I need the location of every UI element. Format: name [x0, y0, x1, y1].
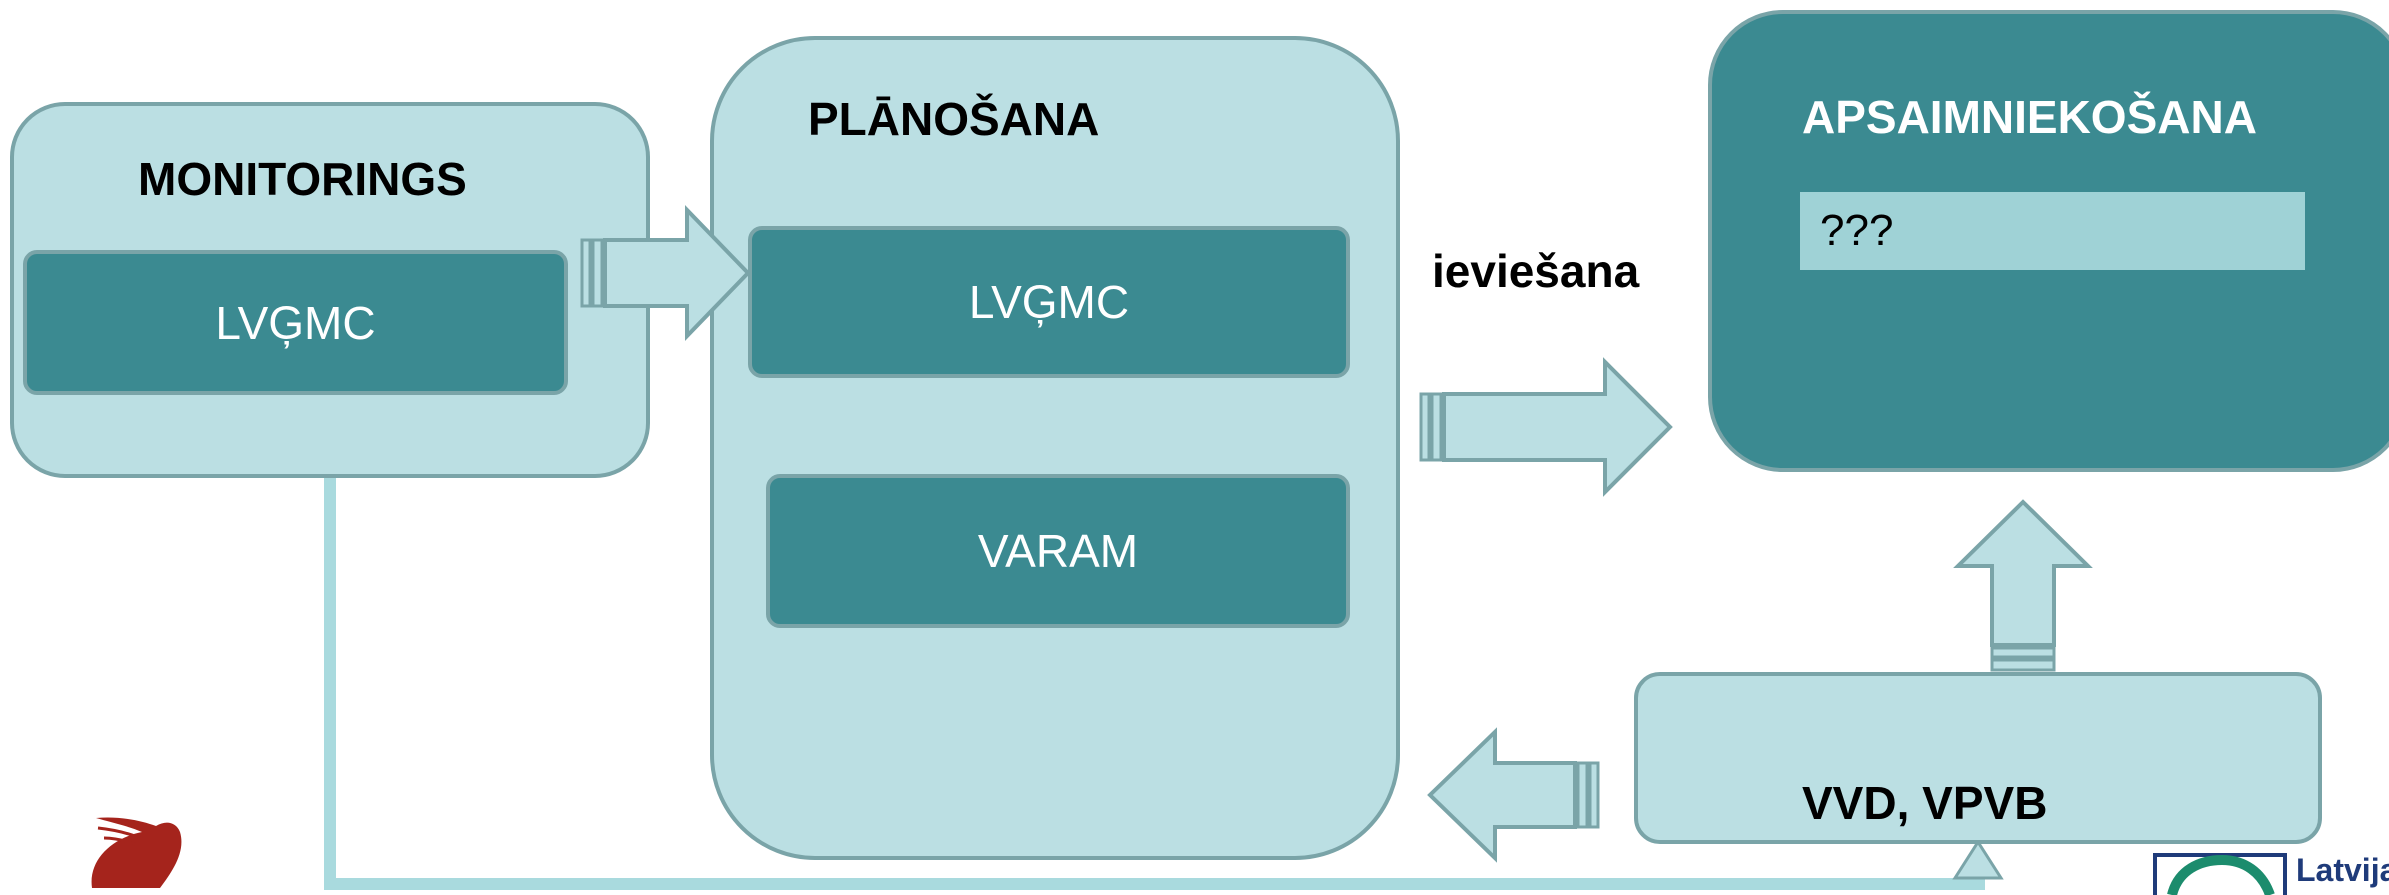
planning-varam-label: VARAM: [977, 525, 1139, 577]
management-field: ???: [1800, 192, 2305, 270]
management-title: APSAIMNIEKOŠANA: [1802, 91, 2257, 143]
planning-varam-box: VARAM: [766, 474, 1350, 628]
arrow-vvd-to-planning: [1427, 727, 1600, 863]
latvija-logo-text: Latvija: [2296, 852, 2389, 888]
planning-lvgmc-label: LVĢMC: [968, 276, 1130, 328]
planning-panel: [710, 36, 1400, 860]
arrow-vvd-to-management: [1953, 499, 2093, 672]
red-flame-logo: [91, 817, 182, 888]
monitoring-lvgmc-box: LVĢMC: [23, 250, 568, 395]
management-field-value: ???: [1820, 206, 1894, 255]
feedback-line: [324, 478, 1985, 890]
implementation-label: ieviešana: [1432, 245, 1640, 297]
monitoring-lvgmc-label: LVĢMC: [215, 296, 376, 349]
vvd-label: VVD, VPVB: [1802, 777, 2048, 829]
arrow-monitoring-to-planning: [580, 205, 751, 341]
planning-title: PLĀNOŠANA: [808, 93, 1100, 145]
feedback-arrowhead: [1952, 839, 2004, 880]
planning-lvgmc-box: LVĢMC: [748, 226, 1350, 378]
arrow-planning-to-management: [1419, 357, 1673, 497]
latvija-logo: [2153, 853, 2287, 895]
vvd-panel: [1634, 672, 2322, 844]
monitoring-title: MONITORINGS: [138, 153, 467, 205]
